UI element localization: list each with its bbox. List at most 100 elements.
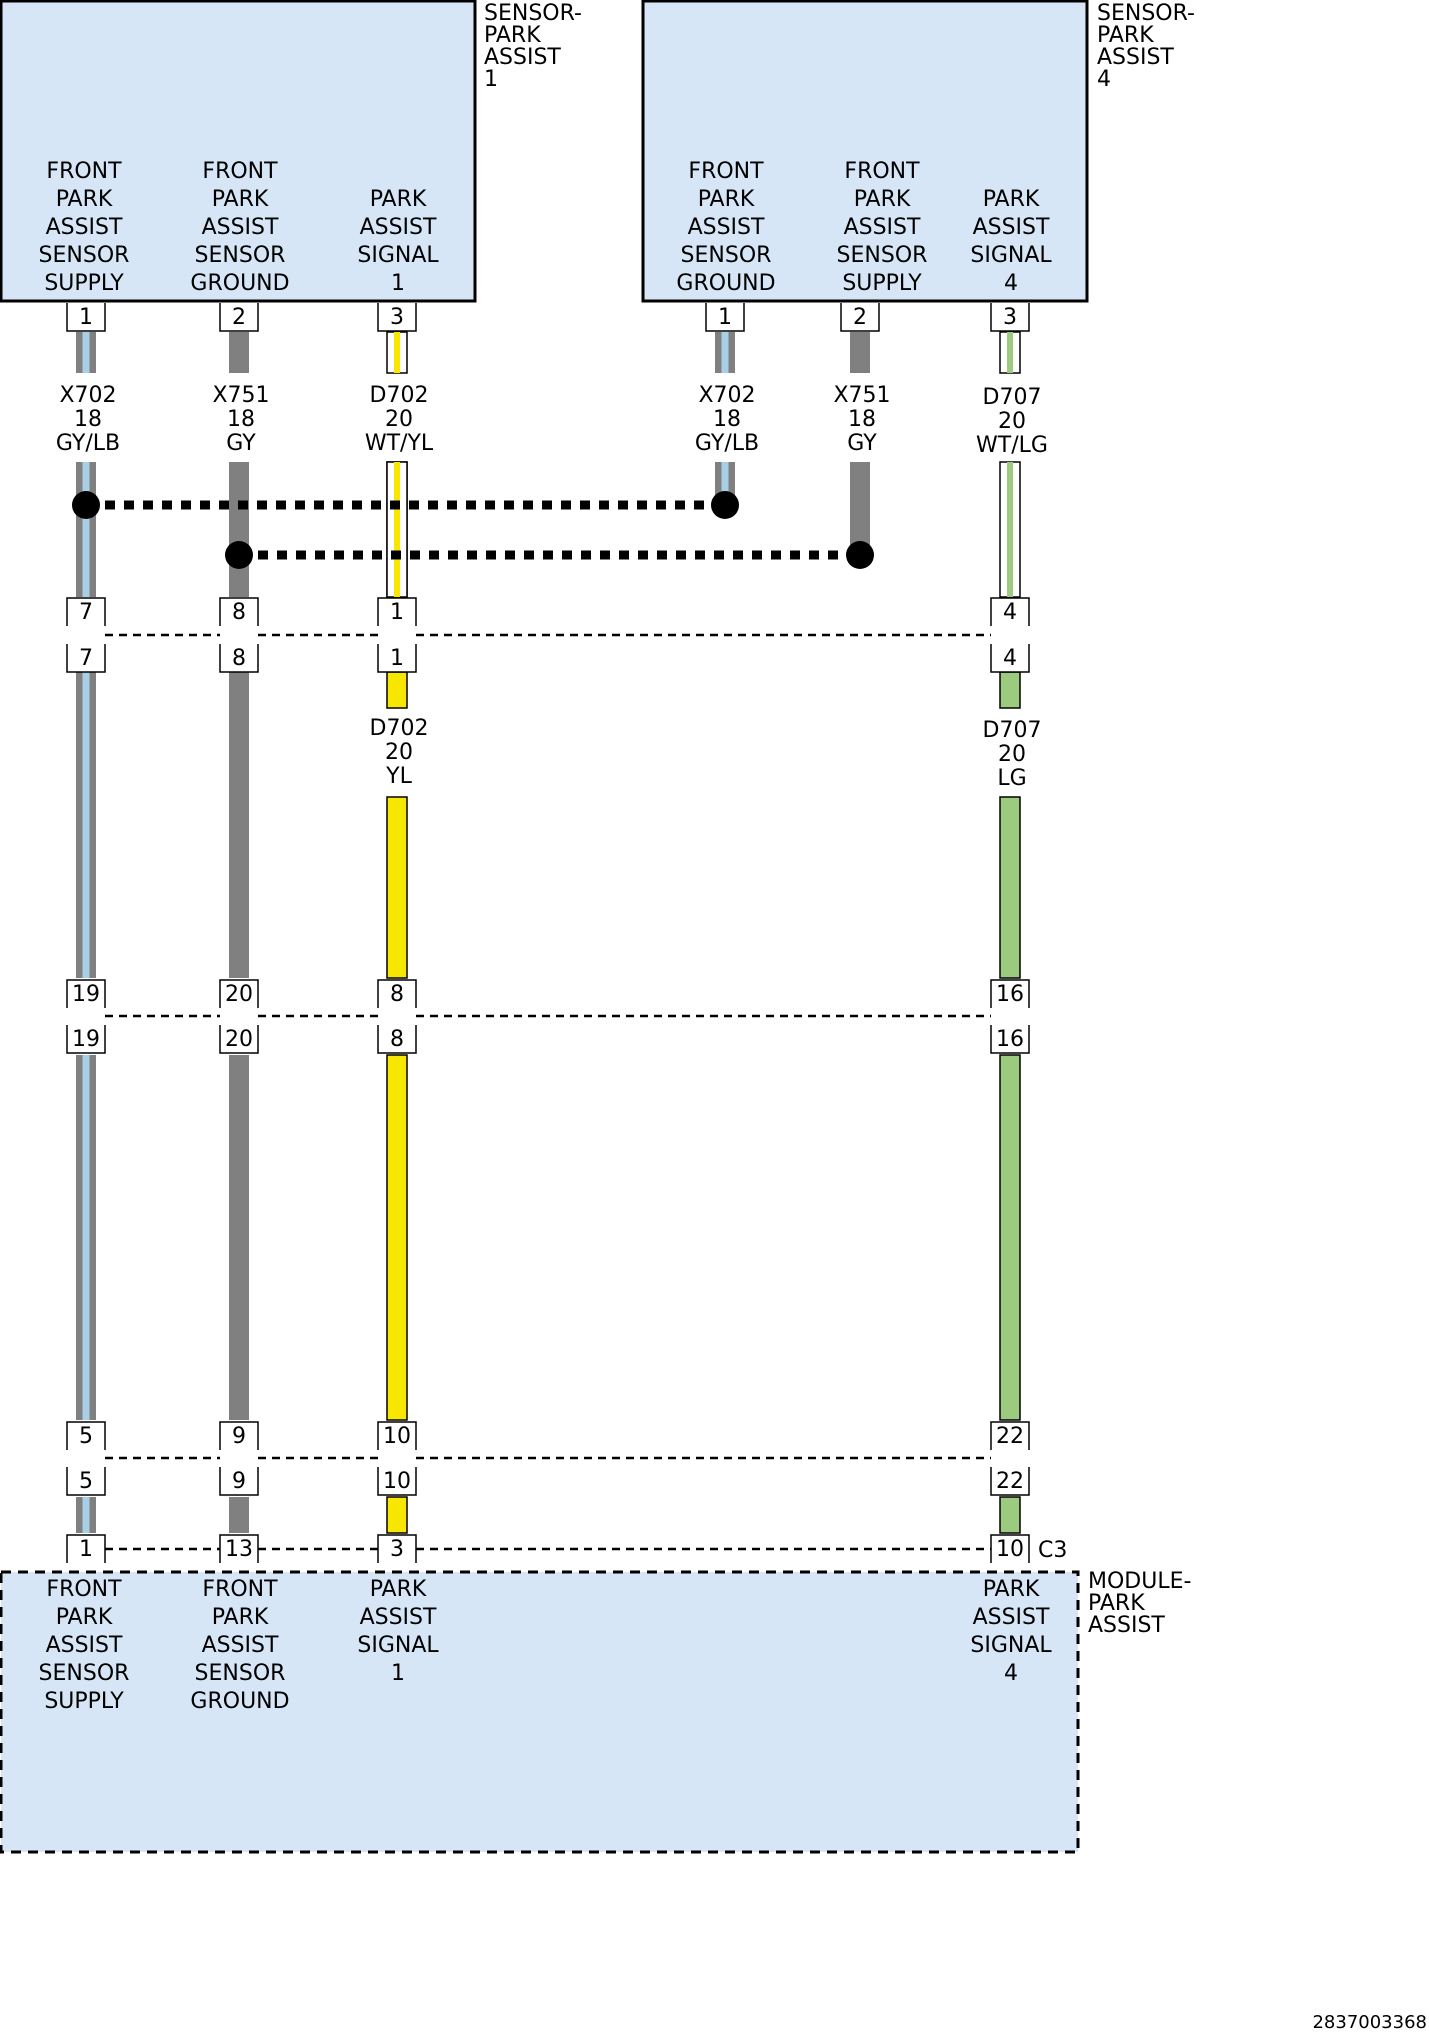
pin-function-label: SIGNAL: [357, 1633, 439, 1658]
connector-pin: 22: [990, 1421, 1030, 1450]
component-label: PARK: [1097, 23, 1154, 48]
pin-number: 19: [72, 1027, 100, 1052]
splice-connection: [72, 491, 739, 519]
connector-pin: 7: [66, 597, 106, 626]
circuit-label: 18: [713, 407, 741, 432]
connector-pin: 1: [377, 644, 417, 673]
component-label: PARK: [1088, 1591, 1145, 1616]
connector-pin: 4: [990, 597, 1030, 626]
circuit-label: GY: [226, 431, 256, 456]
pin-function-label: PARK: [56, 1605, 113, 1630]
connector-pin: 10: [377, 1467, 417, 1496]
pin-function-label: SIGNAL: [357, 243, 439, 268]
pin-function-label: SENSOR: [681, 243, 772, 268]
pin-function-label: SUPPLY: [44, 271, 124, 296]
pin-function-label: PARK: [212, 187, 269, 212]
pin-function-label: SUPPLY: [842, 271, 922, 296]
wire-x702-sensor4-segment: [715, 332, 735, 373]
component-label: ASSIST: [1097, 45, 1174, 70]
pin-function-label: 1: [391, 1661, 405, 1686]
pin-function-label: SENSOR: [195, 243, 286, 268]
pin-function-label: SENSOR: [39, 1661, 130, 1686]
connector-pin: 10: [377, 1421, 417, 1450]
circuit-label: D707: [983, 718, 1042, 743]
circuit-label: X702: [698, 383, 755, 408]
component-label: MODULE-: [1088, 1569, 1191, 1594]
circuit-label: 18: [848, 407, 876, 432]
pin-function-label: SENSOR: [39, 243, 130, 268]
circuit-label: WT/YL: [365, 431, 434, 456]
pin-number: 3: [390, 305, 404, 330]
figure-id: 2837003368: [1312, 2012, 1427, 2033]
circuit-label: GY: [847, 431, 877, 456]
wire-x702-sensor4-segment: [715, 462, 735, 495]
connector-pin: 4: [990, 644, 1030, 673]
pin-number: 8: [390, 1027, 404, 1052]
pin-function-label: ASSIST: [46, 215, 123, 240]
circuit-label: X702: [59, 383, 116, 408]
pin-number: 7: [79, 646, 93, 671]
component-label: ASSIST: [484, 45, 561, 70]
pin-number: 9: [232, 1424, 246, 1449]
wire-d707-segment: [999, 796, 1021, 979]
circuit-label: GY/LB: [695, 431, 759, 456]
component-label: SENSOR-: [484, 1, 582, 26]
pin-number: 19: [72, 982, 100, 1007]
pin-function-label: FRONT: [46, 159, 122, 184]
pin-function-label: PARK: [983, 1577, 1040, 1602]
pin-function-label: SUPPLY: [44, 1689, 124, 1714]
wire-x702-sensor1-segment: [76, 332, 96, 373]
connector-pin: 1: [66, 1534, 106, 1563]
pin-function-label: PARK: [212, 1605, 269, 1630]
connector-pin: 3: [377, 303, 417, 332]
connector-pin: 9: [219, 1467, 259, 1496]
pin-function-label: ASSIST: [973, 1605, 1050, 1630]
connector-pin: 7: [66, 644, 106, 673]
pin-function-label: GROUND: [676, 271, 775, 296]
pin-function-label: FRONT: [202, 1577, 278, 1602]
connector-pin: 1: [705, 303, 745, 332]
connector-pin: 16: [990, 979, 1030, 1008]
wire-x751-sensor1-segment: [229, 1497, 249, 1533]
wire-d702-segment: [386, 671, 408, 709]
component-label: 4: [1097, 67, 1111, 92]
wire-d707-segment: [999, 461, 1021, 598]
pin-number: 10: [996, 1537, 1024, 1562]
pin-function-label: 4: [1004, 271, 1018, 296]
pin-function-label: ASSIST: [688, 215, 765, 240]
pin-number: 1: [390, 600, 404, 625]
pin-function-label: ASSIST: [360, 215, 437, 240]
circuit-label: D702: [370, 383, 429, 408]
pin-number: 1: [79, 305, 93, 330]
circuit-label: X751: [212, 383, 269, 408]
pin-function-label: PARK: [370, 187, 427, 212]
connector-pin: 8: [377, 979, 417, 1008]
module-park-assist-box: [0, 1570, 1080, 1854]
pin-function-label: ASSIST: [202, 215, 279, 240]
wires: [76, 331, 1021, 1534]
pin-number: 2: [853, 305, 867, 330]
wire-d702-segment: [386, 331, 408, 374]
wire-x751-sensor1-segment: [229, 332, 249, 373]
pin-number: 16: [996, 1027, 1024, 1052]
pin-number: 10: [383, 1469, 411, 1494]
wire-x751-sensor4-segment: [850, 462, 870, 545]
connector-pin: 13: [219, 1534, 259, 1563]
component-label: 1: [484, 67, 498, 92]
pin-function-label: ASSIST: [973, 215, 1050, 240]
pin-function-label: PARK: [370, 1577, 427, 1602]
pin-number: 3: [390, 1537, 404, 1562]
connector-pin: 3: [990, 303, 1030, 332]
circuit-label: YL: [385, 764, 412, 789]
pin-function-label: ASSIST: [46, 1633, 123, 1658]
component-label: SENSOR-: [1097, 1, 1195, 26]
wire-d702-segment: [386, 1054, 408, 1421]
pin-function-label: GROUND: [190, 1689, 289, 1714]
connector-pin: 8: [377, 1025, 417, 1054]
wire-d702-segment: [386, 461, 408, 598]
circuit-label: GY/LB: [56, 431, 120, 456]
pin-function-label: FRONT: [688, 159, 764, 184]
connector-pin: 20: [219, 979, 259, 1008]
component-label: ASSIST: [1088, 1613, 1165, 1638]
